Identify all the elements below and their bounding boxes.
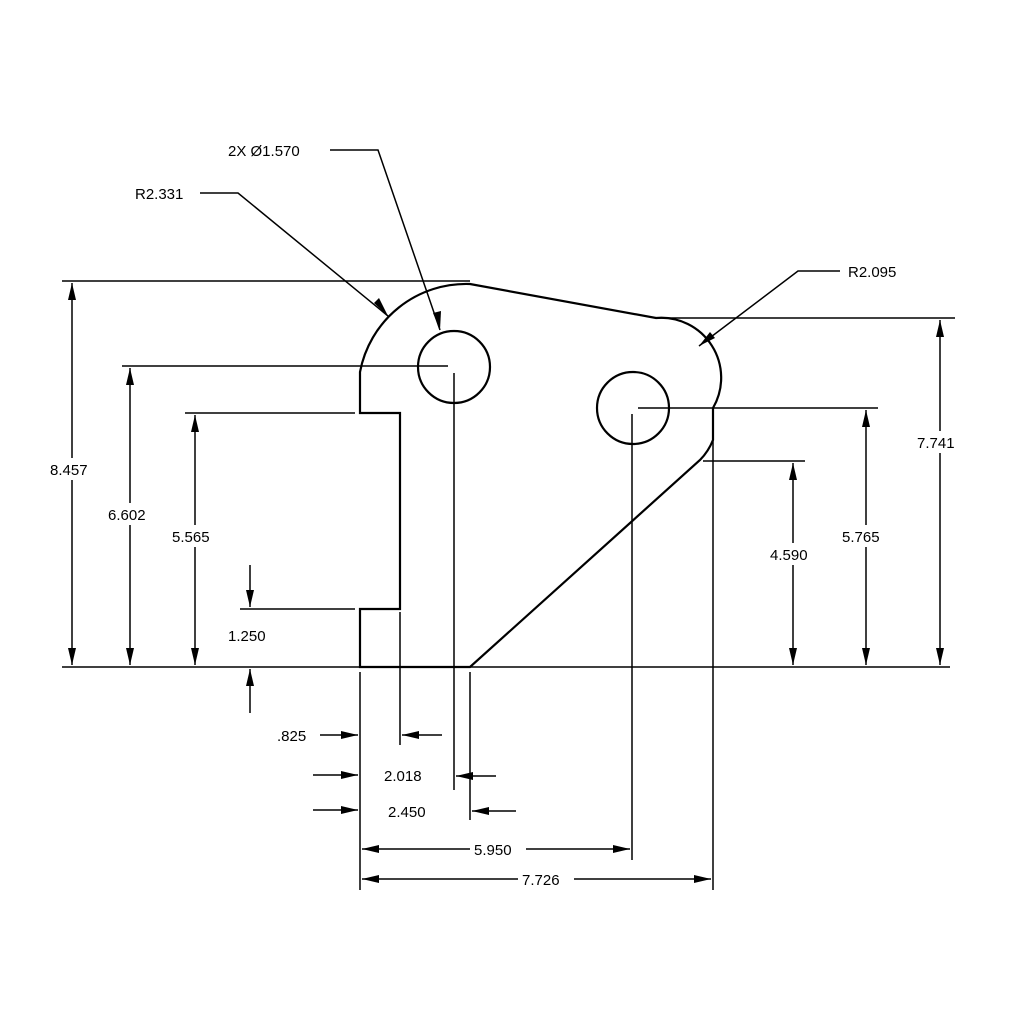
height-hole1-label: 6.602 (108, 507, 146, 524)
height-notch-top-label: 5.565 (172, 529, 210, 546)
vertical-dimensions (68, 283, 944, 713)
x-hole2-label: 5.950 (474, 842, 512, 859)
extension-lines (62, 280, 955, 890)
dimension-labels: 2X Ø1.570 R2.331 R2.095 8.457 6.602 5.56… (50, 143, 955, 889)
height-overall-right-label: 7.741 (917, 435, 955, 452)
x-chamfer-label: 2.450 (388, 804, 426, 821)
x-notch-depth-label: .825 (277, 728, 306, 745)
x-hole1-label: 2.018 (384, 768, 422, 785)
notch-width-label: 1.250 (228, 628, 266, 645)
part-boundary (358, 282, 723, 669)
height-overall-left-label: 8.457 (50, 462, 88, 479)
hole-callout-label: 2X Ø1.570 (228, 143, 300, 160)
radius-left-label: R2.331 (135, 186, 183, 203)
leaders (200, 149, 840, 347)
horizontal-dimensions (313, 731, 711, 883)
label-backgrounds (48, 431, 965, 890)
height-chamfer-label: 4.590 (770, 547, 808, 564)
radius-right-label: R2.095 (848, 264, 896, 281)
part-outline (358, 282, 723, 669)
height-hole2-label: 5.765 (842, 529, 880, 546)
width-overall-label: 7.726 (522, 872, 560, 889)
